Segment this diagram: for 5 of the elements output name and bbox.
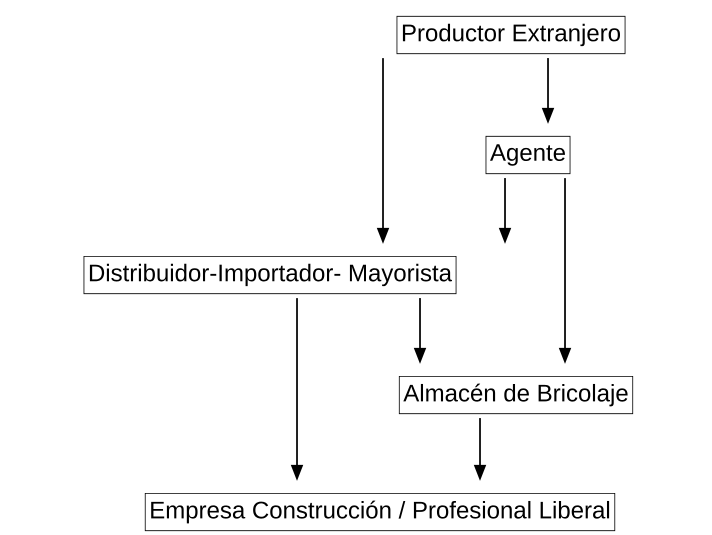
label-box: Agente <box>486 136 570 174</box>
label-box: Almacén de Bricolaje <box>398 376 634 414</box>
label-box: Distribuidor-Importador- Mayorista <box>84 256 456 294</box>
label-box: Empresa Construcción / Profesional Liberal <box>144 492 616 532</box>
label-box: Productor Extranjero <box>396 16 626 54</box>
